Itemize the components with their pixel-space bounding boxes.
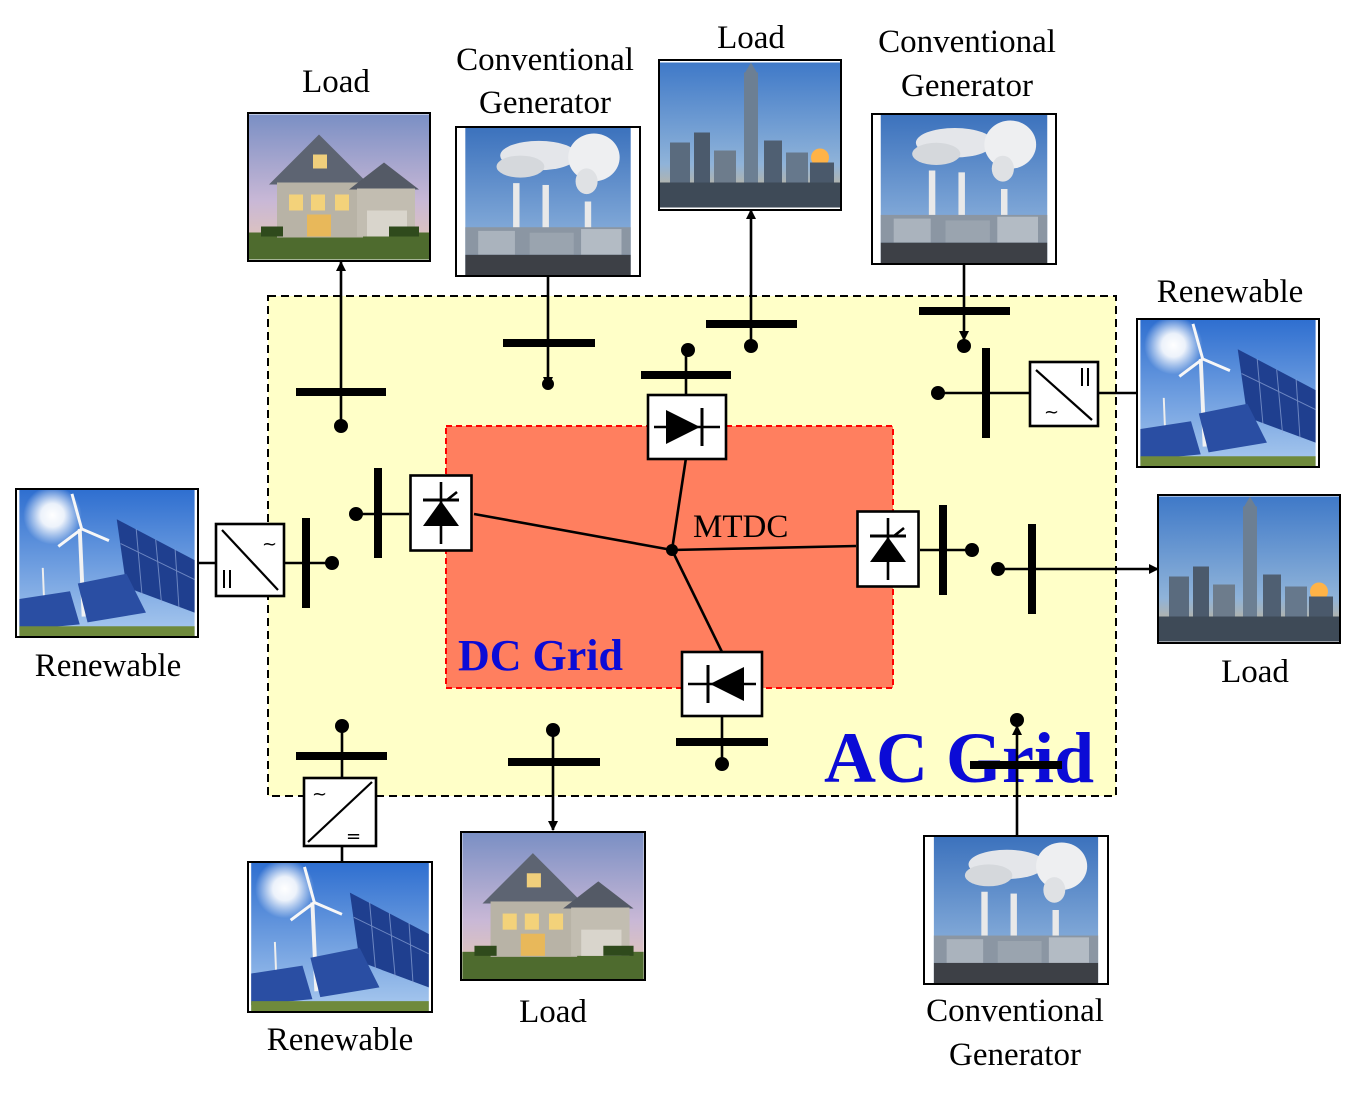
renewable-left: ~ [15, 488, 339, 638]
renewable-left-label: Renewable [35, 648, 182, 684]
load-bottom-label: Load [519, 994, 587, 1030]
load-top-left [247, 112, 431, 433]
svg-text:~: ~ [262, 534, 277, 555]
gen-bottom-right-label-1: Conventional [926, 993, 1104, 1029]
gen-top-right-label-1: Conventional [878, 24, 1056, 60]
converter-top [641, 343, 731, 461]
gen-top-right-label-2: Generator [901, 68, 1033, 104]
generator-top-center [455, 126, 641, 390]
power-plant-photo-icon [880, 115, 1048, 263]
mtdc-network [473, 457, 857, 653]
thyristor-converter-icon [856, 510, 920, 588]
city-skyline-photo-icon [1159, 496, 1339, 642]
renewable-bottom-label: Renewable [267, 1022, 414, 1058]
thyristor-converter-icon [409, 474, 473, 552]
load-top-left-label: Load [302, 64, 370, 100]
generator-bottom-right [923, 713, 1109, 985]
power-plant-photo-icon [465, 128, 631, 275]
renewable-right-label: Renewable [1157, 274, 1304, 310]
house-photo-icon [249, 114, 429, 260]
load-bottom [460, 723, 646, 981]
renewable-bottom: ~ = [247, 719, 433, 1013]
power-plant-photo-icon [933, 837, 1099, 983]
house-photo-icon [462, 833, 644, 979]
dc-grid-region [445, 425, 894, 689]
load-right [856, 494, 1341, 644]
converter-left [349, 468, 473, 558]
load-top-center-label: Load [717, 20, 785, 56]
wind-solar-photo-icon [1138, 320, 1318, 466]
gen-top-center-label-2: Generator [479, 85, 611, 121]
svg-text:~: ~ [1044, 402, 1059, 423]
gen-bottom-right-label-2: Generator [949, 1037, 1081, 1073]
gen-top-center-label-1: Conventional [456, 42, 634, 78]
renewable-right: ~ [931, 318, 1320, 468]
svg-text:~: ~ [312, 784, 327, 805]
load-top-center [658, 59, 842, 353]
converter-bottom [676, 650, 768, 771]
wind-solar-photo-icon [251, 859, 429, 1011]
generator-top-right [871, 113, 1057, 353]
wind-solar-photo-icon [17, 490, 197, 636]
svg-text:=: = [346, 826, 361, 847]
ac-grid-label: AC Grid [824, 718, 1094, 798]
dc-grid-label: DC Grid [458, 631, 623, 680]
load-right-label: Load [1221, 654, 1289, 690]
city-skyline-photo-icon [660, 62, 840, 208]
mtdc-label: MTDC [693, 509, 788, 545]
